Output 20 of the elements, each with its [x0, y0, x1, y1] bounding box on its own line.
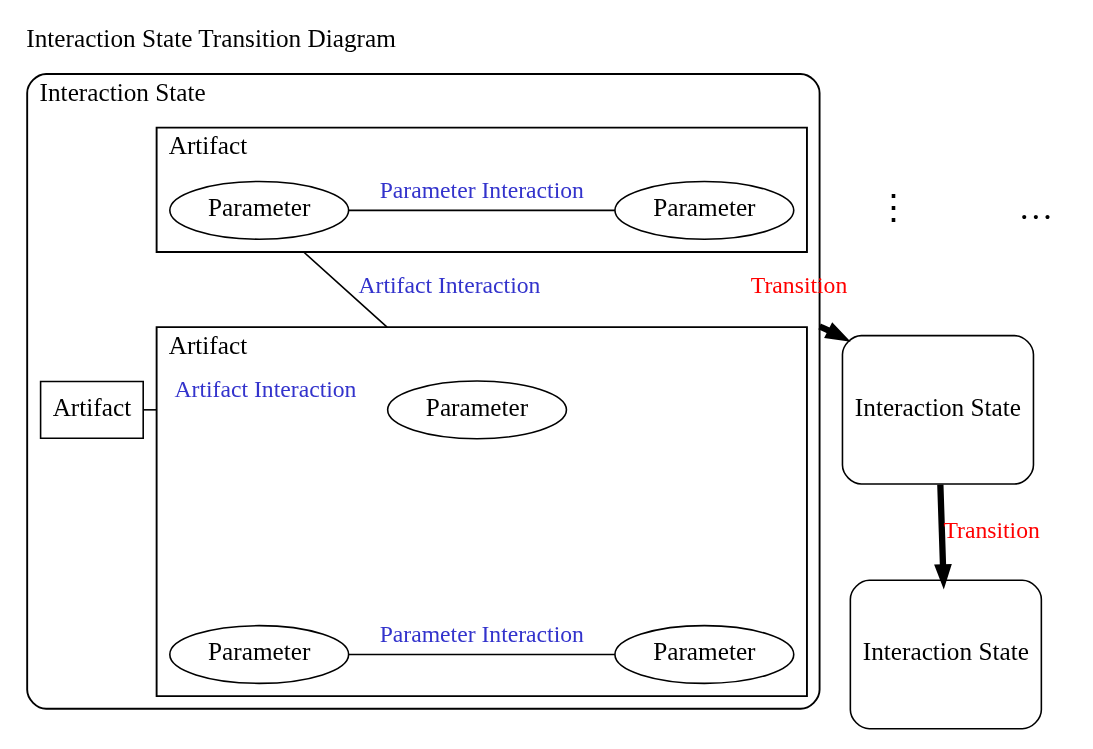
- connector: [347, 653, 616, 656]
- edge-label: Artifact Interaction: [358, 272, 541, 299]
- node-ellipse: Parameter: [614, 624, 795, 685]
- diagram-title: Interaction State Transition Diagram: [26, 23, 396, 52]
- label: …: [1018, 188, 1054, 228]
- node-box: Interaction State: [849, 579, 1043, 730]
- node-box: Artifact: [39, 380, 144, 440]
- node-ellipse: Parameter: [614, 180, 795, 240]
- label: ⋮: [876, 188, 912, 228]
- node-box: Interaction State: [841, 334, 1035, 485]
- node-ellipse: Parameter: [169, 624, 350, 685]
- arrow: [934, 484, 952, 590]
- connector: [347, 209, 616, 212]
- connector: [142, 409, 158, 411]
- edge-label: Parameter Interaction: [379, 620, 584, 647]
- node-ellipse: Parameter: [386, 380, 568, 440]
- edge-label: Artifact Interaction: [174, 376, 357, 403]
- node-ellipse: Parameter: [169, 180, 350, 240]
- edge-label: Parameter Interaction: [379, 176, 584, 203]
- connector: [302, 251, 388, 328]
